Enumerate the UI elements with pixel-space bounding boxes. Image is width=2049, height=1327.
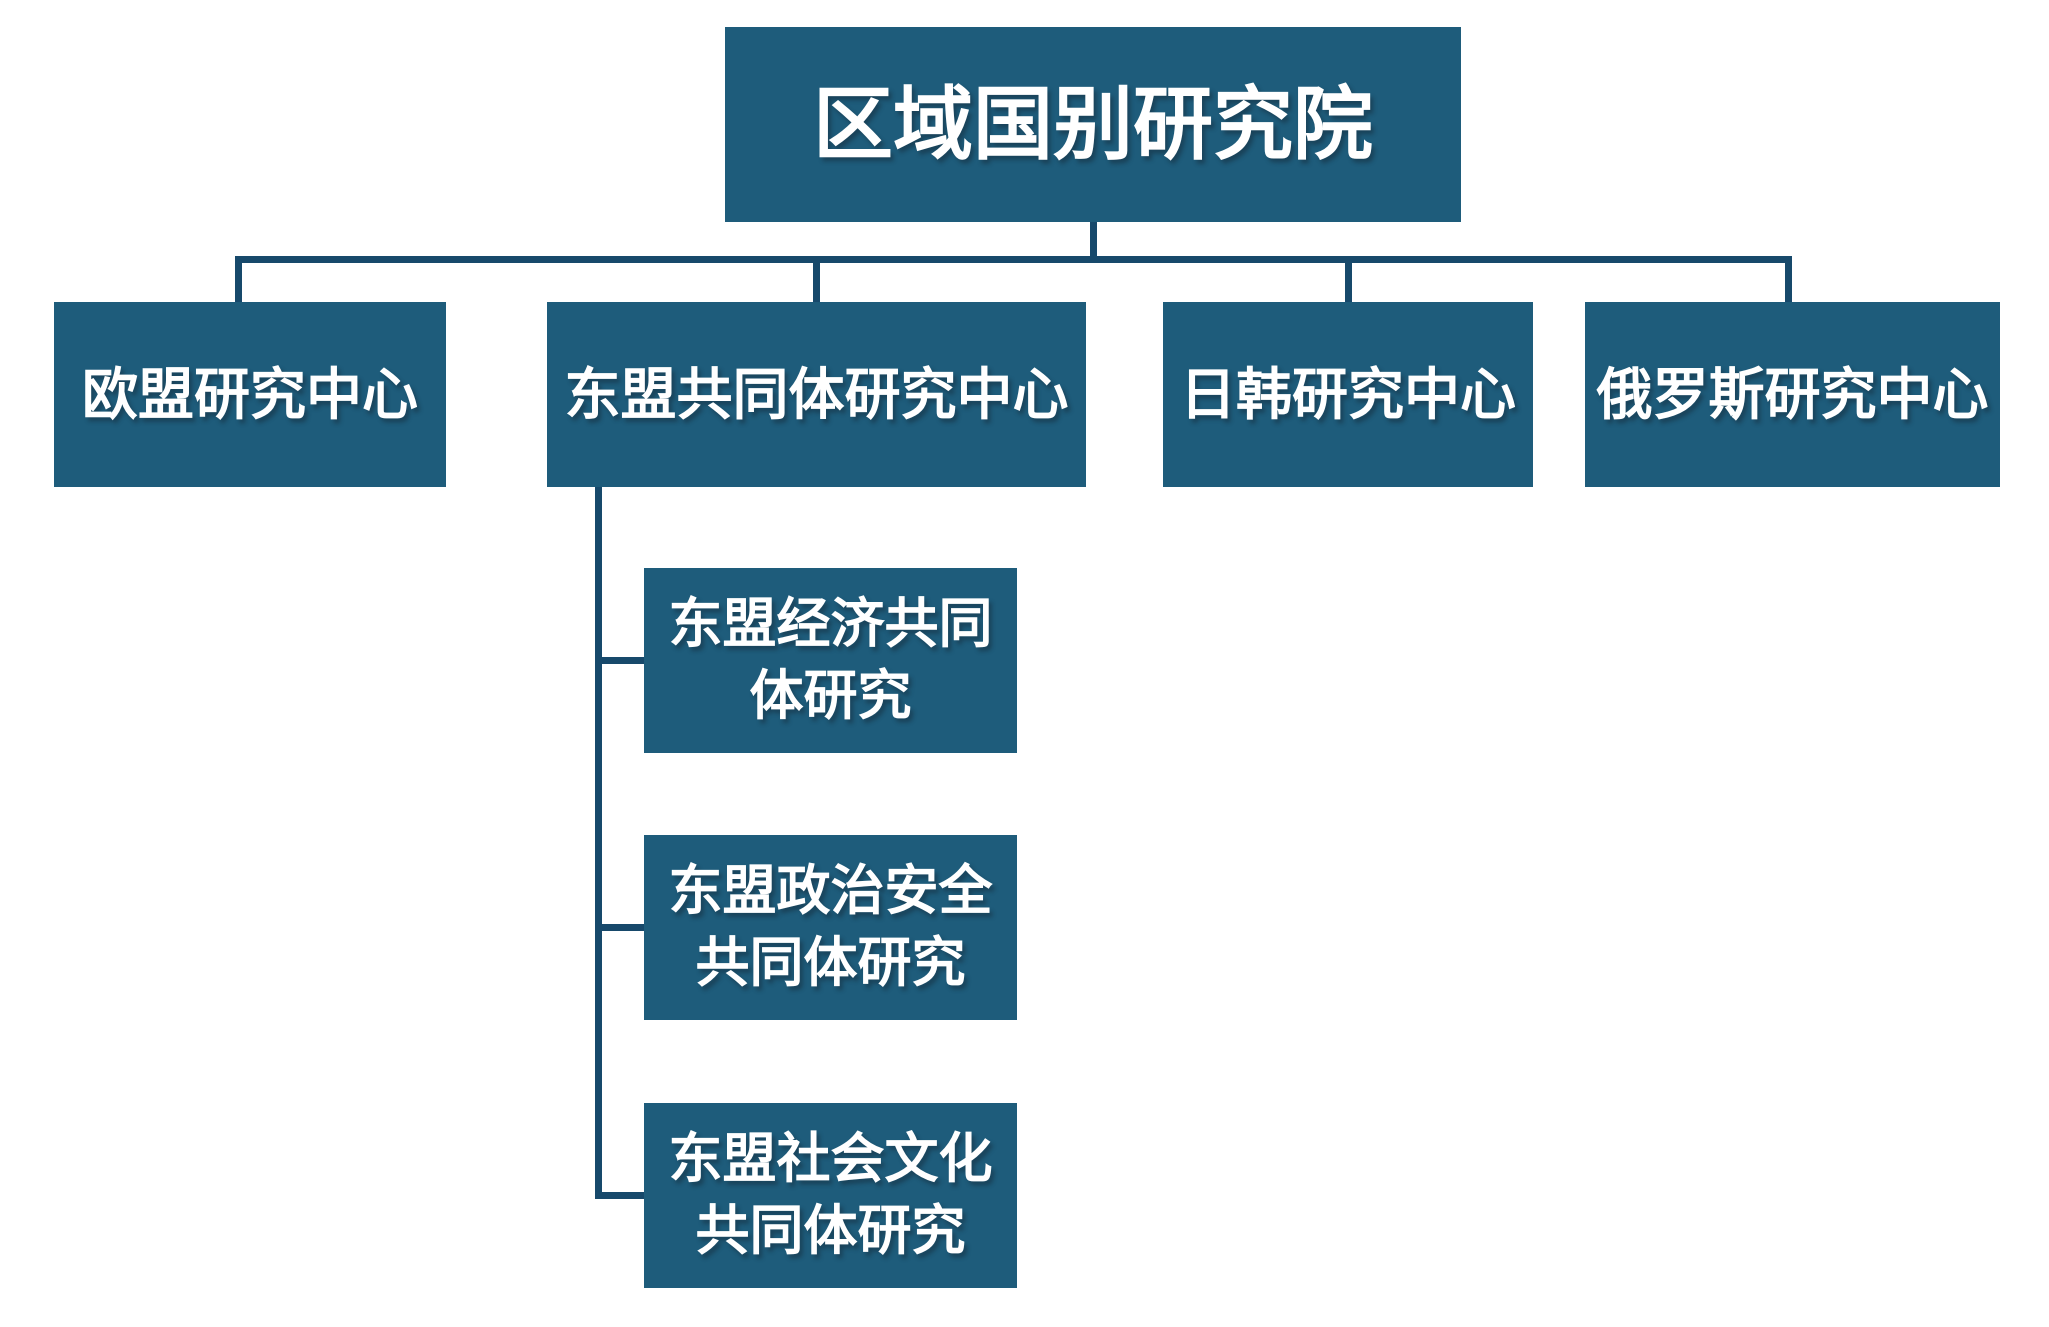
connector-drop-eu-center [235, 256, 242, 303]
org-box-asean-economic-line2: 体研究 [749, 665, 912, 726]
org-box-asean-sociocultural-line2: 共同体研究 [695, 1200, 966, 1261]
org-box-russia-center: 俄罗斯研究中心 [1585, 302, 2000, 487]
org-box-asean-economic-line1: 东盟经济共同 [668, 594, 993, 655]
connector-drop-russia [1785, 256, 1792, 303]
org-box-japan-korea-center: 日韩研究中心 [1163, 302, 1533, 487]
org-box-asean-political-security: 东盟政治安全 共同体研究 [644, 835, 1017, 1020]
org-box-asean-center-label: 东盟共同体研究中心 [564, 362, 1069, 426]
connector-root-trunk [1090, 222, 1097, 263]
connector-stub-sociocultural [595, 1192, 644, 1199]
connector-stub-political [595, 924, 644, 931]
connector-drop-japan-korea [1345, 256, 1352, 303]
org-box-asean-political-security-line1: 东盟政治安全 [668, 861, 993, 922]
org-box-root: 区域国别研究院 [725, 27, 1461, 222]
org-box-root-label: 区域国别研究院 [813, 79, 1373, 169]
connector-drop-asean-center [813, 256, 820, 303]
connector-level2-rail [235, 256, 1792, 263]
org-box-japan-korea-center-label: 日韩研究中心 [1180, 362, 1516, 426]
org-box-asean-political-security-line2: 共同体研究 [695, 932, 966, 993]
connector-asean-child-spine [595, 487, 602, 1199]
org-box-russia-center-label: 俄罗斯研究中心 [1596, 362, 1989, 426]
org-box-eu-center: 欧盟研究中心 [54, 302, 446, 487]
org-box-asean-center: 东盟共同体研究中心 [547, 302, 1086, 487]
org-box-asean-sociocultural: 东盟社会文化 共同体研究 [644, 1103, 1017, 1288]
org-box-asean-economic: 东盟经济共同 体研究 [644, 568, 1017, 753]
connector-stub-economic [595, 657, 644, 664]
org-box-eu-center-label: 欧盟研究中心 [82, 362, 418, 426]
org-box-asean-sociocultural-line1: 东盟社会文化 [668, 1129, 993, 1190]
